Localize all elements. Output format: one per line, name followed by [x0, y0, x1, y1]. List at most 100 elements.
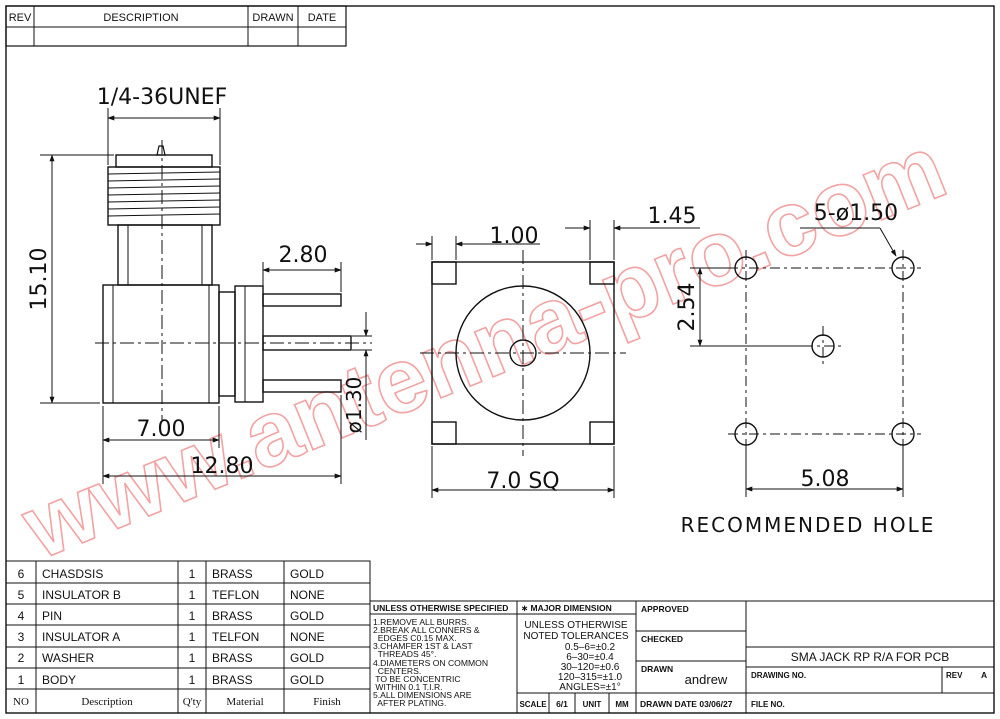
- notes-list: 1.REMOVE ALL BURRS. 2.BREAK ALL CONNERS …: [373, 617, 488, 708]
- side-view: [102, 145, 352, 404]
- svg-text:INSULATOR A: INSULATOR A: [42, 630, 120, 644]
- date-header: DATE: [308, 12, 337, 24]
- drawing-no-label: DRAWING NO.: [751, 671, 806, 680]
- unit-label: UNIT: [583, 700, 602, 709]
- notes-title: UNLESS OTHERWISE SPECIFIED: [373, 603, 508, 613]
- file-no-label: FILE NO.: [751, 700, 785, 709]
- svg-text:BODY: BODY: [42, 673, 76, 687]
- svg-text:GOLD: GOLD: [290, 567, 324, 581]
- bom-rows: 6 CHASDSIS 1 BRASS GOLD 5 INSULATOR B 1 …: [13, 567, 341, 708]
- hole-spec-label: 5-ø1.50: [814, 201, 898, 226]
- note-line: 3.CHAMFER 1ST & LAST: [373, 641, 473, 651]
- note-line: THREADS 45°.: [373, 649, 436, 659]
- front-view-centerlines: [420, 250, 626, 456]
- side-view-centerlines: [95, 140, 372, 420]
- revision-block: REV DESCRIPTION DRAWN DATE: [5, 5, 347, 47]
- bom-table-grid: [5, 560, 371, 714]
- svg-text:NONE: NONE: [290, 630, 325, 644]
- body-length-label: 7.00: [137, 417, 186, 442]
- note-line: 5.ALL DIMENSIONS ARE: [373, 690, 472, 700]
- pin-length-label: 2.80: [279, 243, 328, 268]
- title-block-grid: [635, 600, 995, 714]
- svg-text:1: 1: [189, 630, 196, 644]
- svg-text:2: 2: [18, 651, 25, 665]
- tolerance-line: 0.5–6=±0.2: [565, 642, 616, 653]
- tolerance-title: ∗ MAJOR DIMENSION: [521, 603, 612, 613]
- svg-text:BRASS: BRASS: [212, 651, 253, 665]
- svg-text:5: 5: [18, 588, 25, 602]
- unit-value: MM: [615, 700, 629, 709]
- bom-row: 2 WASHER 1 BRASS GOLD: [18, 651, 325, 665]
- tolerance-line: 6–30=±0.4: [566, 652, 614, 663]
- hole-dimension-lines: [690, 227, 904, 497]
- svg-text:Description: Description: [81, 696, 133, 708]
- svg-text:1: 1: [18, 673, 25, 687]
- height-dimension-label: 15.10: [27, 248, 52, 311]
- bom-row: 1 BODY 1 BRASS GOLD: [18, 673, 325, 687]
- svg-text:WASHER: WASHER: [42, 651, 95, 665]
- svg-text:4: 4: [18, 609, 25, 623]
- bom-row: 4 PIN 1 BRASS GOLD: [18, 609, 325, 623]
- square-size-label: 7.0 SQ: [486, 469, 559, 494]
- thread-dimension-label: 1/4-36UNEF: [97, 85, 227, 110]
- hole-pitch-label: 5.08: [801, 467, 850, 492]
- total-length-label: 12.80: [191, 454, 254, 479]
- note-line: CENTERS.: [373, 666, 421, 676]
- drawn-by: andrew: [685, 672, 728, 687]
- recommended-hole-caption: RECOMMENDED HOLE: [681, 513, 936, 537]
- checked-label: CHECKED: [641, 634, 683, 644]
- tolerance-line: ANGLES=±1°: [559, 682, 620, 693]
- note-line: AFTER PLATING.: [373, 698, 446, 708]
- tolerance-line: 30–120=±0.6: [561, 662, 620, 673]
- pin-diameter-label: ø1.30: [342, 377, 366, 434]
- note-line: WITHIN 0.1 T.I.R.: [373, 682, 443, 692]
- watermark: www.antenna-pro.com: [8, 116, 959, 579]
- svg-text:1: 1: [189, 673, 196, 687]
- hole-offset-label: 2.54: [675, 283, 700, 332]
- svg-text:Q'ty: Q'ty: [183, 696, 202, 708]
- tolerance-line: 120–315=±1.0: [558, 672, 623, 683]
- svg-text:6: 6: [18, 567, 25, 581]
- scale-value: 6/1: [556, 699, 568, 709]
- bom-row: 5 INSULATOR B 1 TEFLON NONE: [18, 588, 325, 602]
- svg-text:1: 1: [189, 588, 196, 602]
- svg-text:GOLD: GOLD: [290, 609, 324, 623]
- part-title: SMA JACK RP R/A FOR PCB: [791, 650, 949, 664]
- rev-header: REV: [9, 12, 32, 24]
- tolerance-list: UNLESS OTHERWISE NOTED TOLERANCES 0.5–6=…: [523, 620, 629, 693]
- note-line: TO BE CONCENTRIC: [373, 674, 461, 684]
- side-view-dimension-lines: [40, 108, 372, 484]
- approved-label: APPROVED: [641, 604, 689, 614]
- description-header: DESCRIPTION: [103, 12, 178, 24]
- bom-header-row: NO Description Q'ty Material Finish: [13, 696, 341, 708]
- drawn-header: DRAWN: [252, 12, 293, 24]
- bom-row: 6 CHASDSIS 1 BRASS GOLD: [18, 567, 325, 581]
- svg-text:BRASS: BRASS: [212, 609, 253, 623]
- svg-text:BRASS: BRASS: [212, 567, 253, 581]
- svg-text:TELFON: TELFON: [212, 630, 259, 644]
- svg-text:1: 1: [189, 609, 196, 623]
- note-line: 1.REMOVE ALL BURRS.: [373, 617, 469, 627]
- front-view-dimension-lines: [416, 220, 700, 498]
- svg-text:PIN: PIN: [42, 609, 62, 623]
- rev-value: A: [981, 670, 987, 680]
- svg-text:INSULATOR B: INSULATOR B: [42, 588, 121, 602]
- note-line: 2.BREAK ALL CONNERS &: [373, 625, 480, 635]
- pad-offset-label: 1.45: [648, 204, 697, 229]
- tolerance-line: UNLESS OTHERWISE: [524, 620, 627, 631]
- drawn-label: DRAWN: [641, 664, 673, 674]
- svg-text:Material: Material: [226, 696, 263, 708]
- note-line: 4.DIAMETERS ON COMMON: [373, 658, 488, 668]
- pad-width-label: 1.00: [490, 224, 539, 249]
- svg-text:NO: NO: [13, 696, 29, 708]
- tolerance-line: NOTED TOLERANCES: [523, 631, 629, 642]
- svg-text:GOLD: GOLD: [290, 673, 324, 687]
- rev-label: REV: [946, 671, 963, 680]
- scale-label: SCALE: [519, 700, 547, 709]
- note-line: EDGES C0.15 MAX.: [373, 633, 457, 643]
- svg-text:3: 3: [18, 630, 25, 644]
- svg-text:CHASDSIS: CHASDSIS: [42, 567, 103, 581]
- drawn-date: DRAWN DATE 03/06/27: [640, 699, 733, 709]
- svg-text:1: 1: [189, 651, 196, 665]
